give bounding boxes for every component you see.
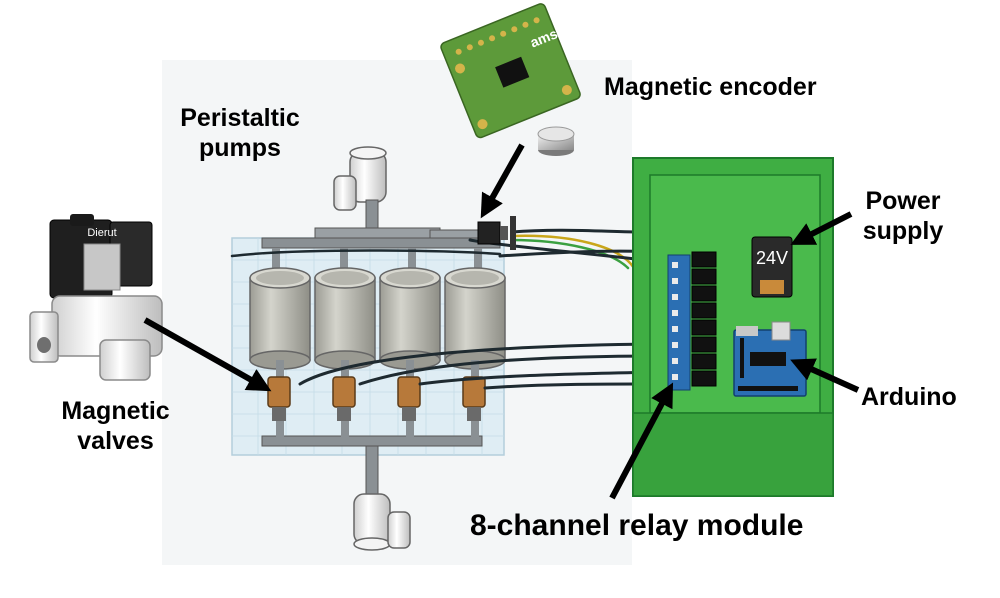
cylinder-2 [314, 267, 376, 370]
arrow-power-supply [790, 211, 853, 245]
valve-4 [462, 360, 486, 421]
upper-manifold [261, 227, 501, 278]
arrow-arduino [790, 358, 860, 393]
arrow-valves [143, 317, 272, 392]
label-power-supply-line1: Power [865, 187, 941, 215]
valve-3 [397, 360, 421, 421]
valve-1 [267, 360, 291, 421]
relay-module [667, 251, 717, 391]
valves-row [267, 360, 486, 421]
label-magnetic-encoder: Magnetic encoder [604, 73, 817, 101]
label-power-supply: Power supply [848, 186, 958, 246]
arduino-board [733, 321, 807, 397]
valve-brand-label: Dierut [87, 227, 116, 239]
magnetic-encoder-photo: ams [440, 3, 581, 156]
label-magnetic-valves: Magnetic valves [48, 396, 183, 456]
encoder-mount [477, 216, 516, 250]
outlet-pump [353, 493, 411, 551]
solenoid-valve-photo: Dierut [29, 214, 163, 381]
label-magnetic-valves-line2: valves [77, 427, 154, 455]
control-enclosure [632, 157, 834, 497]
power-supply: 24V [751, 236, 793, 298]
arrow-relay-module [609, 382, 674, 500]
label-arduino: Arduino [861, 383, 957, 411]
psu-voltage-label: 24V [756, 248, 788, 268]
label-peristaltic-pumps-line1: Peristaltic [180, 104, 300, 132]
label-magnetic-valves-line1: Magnetic [61, 397, 170, 425]
cylinder-1 [249, 267, 311, 370]
lower-manifold [261, 421, 483, 499]
arrow-encoder [480, 143, 525, 219]
cylinder-4 [444, 267, 506, 370]
inlet-pump [333, 146, 387, 233]
label-peristaltic-pumps-line2: pumps [199, 134, 281, 162]
arrows [143, 143, 860, 500]
label-power-supply-line2: supply [862, 217, 944, 245]
label-relay-module: 8-channel relay module [470, 509, 804, 542]
label-peristaltic-pumps: Peristaltic pumps [170, 103, 310, 163]
